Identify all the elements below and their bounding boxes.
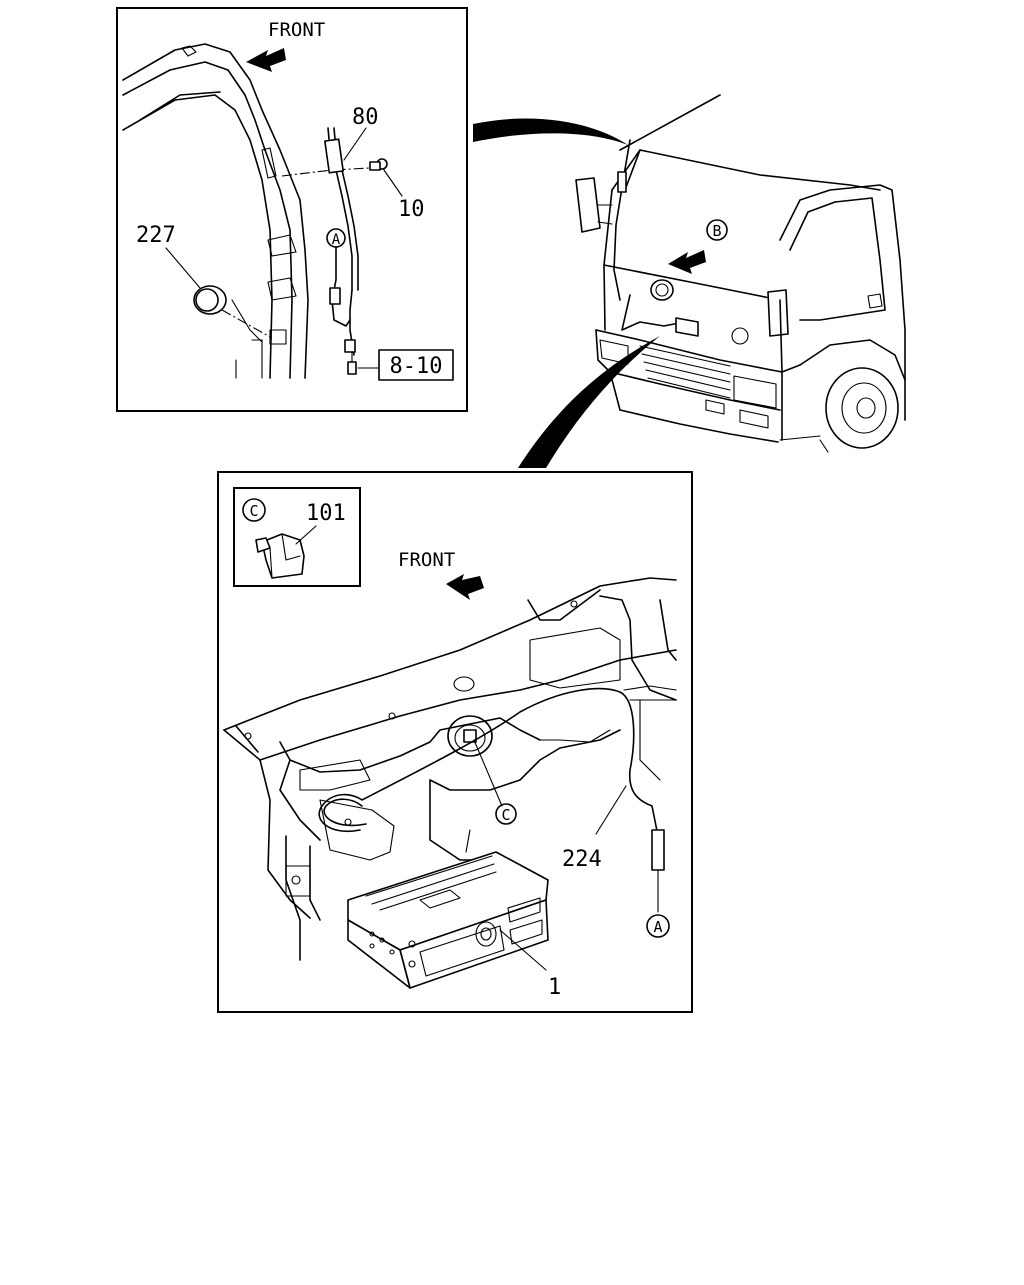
circle-c-clip: [495, 803, 517, 825]
circle-a-bottom-label: A: [653, 918, 662, 936]
bottom-view-panel: C 101 FRONT: [217, 471, 693, 1013]
connector-arc-bottom: [518, 336, 660, 468]
view-b-arrow: [668, 250, 706, 274]
circle-c-detail: [242, 498, 266, 522]
leader-10: [383, 169, 403, 197]
circle-b: [706, 219, 728, 241]
top-inset-frame: [116, 7, 468, 412]
leader-1: [499, 929, 547, 971]
detail-c-frame: [233, 487, 361, 587]
ref-box-8-10: [378, 349, 454, 381]
grommet-part: [193, 285, 227, 315]
radio-unit: [347, 851, 549, 989]
front-arrow-top: [246, 48, 286, 72]
top-inset-panel: FRONT 80: [116, 7, 468, 412]
leader-227: [165, 247, 201, 289]
front-label-top: FRONT: [268, 19, 325, 41]
connector-arc-top: [473, 118, 628, 145]
truck-cab-view: [575, 94, 906, 453]
cab-door-frame-drawing: [122, 43, 309, 379]
circle-b-label: B: [712, 222, 721, 240]
antenna-rod: [324, 127, 359, 356]
circle-a-bottom: [646, 914, 670, 938]
front-arrow-bottom: [446, 574, 484, 600]
mount-leader-line: [281, 167, 371, 177]
callout-101: 101: [306, 501, 346, 526]
grommet-leader-dashed: [221, 309, 273, 339]
callout-10: 10: [398, 197, 425, 222]
antenna-cable: [329, 246, 357, 375]
leader-clip-c: [473, 739, 503, 807]
bottom-view-frame: [217, 471, 693, 1013]
bolt-part: [369, 158, 388, 171]
circle-c-clip-label: C: [501, 806, 510, 824]
front-label-bottom: FRONT: [398, 549, 455, 571]
leader-224: [595, 785, 627, 835]
circle-a-top-label: A: [332, 232, 341, 248]
clip-101-drawing: [255, 525, 317, 579]
callout-227: 227: [136, 223, 176, 248]
callout-224: 224: [562, 847, 602, 872]
antenna-cable-224: [318, 687, 665, 913]
panel-grommet: [447, 715, 493, 757]
leader-80: [343, 127, 367, 161]
ref-box-label: 8-10: [390, 354, 443, 379]
callout-1: 1: [548, 975, 561, 1000]
callout-80: 80: [352, 105, 379, 130]
circle-c-detail-label: C: [249, 502, 258, 520]
